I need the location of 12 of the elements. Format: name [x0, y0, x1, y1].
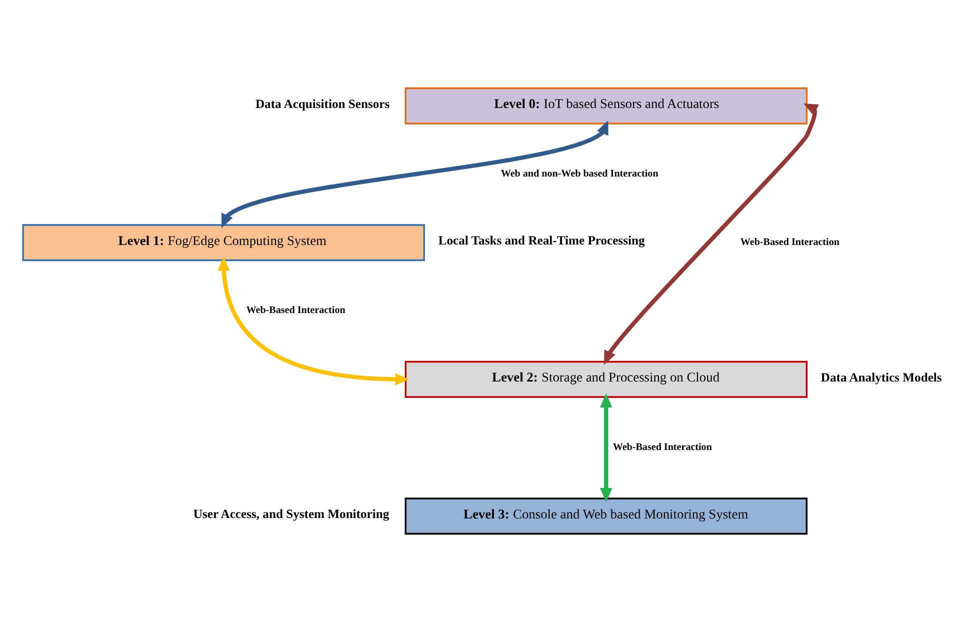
- arrow: [604, 103, 819, 365]
- node-label: User Access, and System Monitoring: [193, 507, 390, 522]
- node-label: Data Acquisition Sensors: [255, 96, 390, 111]
- arrow: [221, 120, 608, 228]
- arrow: [218, 256, 410, 386]
- edge-label: Web-Based Interaction: [612, 442, 712, 453]
- edge-label: Web-Based Interaction: [740, 236, 840, 248]
- node-label: Local Tasks and Real-Time Processing: [438, 234, 645, 248]
- node-label: Data Analytics Models: [820, 370, 942, 384]
- edge-label: Web-Based Interaction: [246, 305, 346, 316]
- edge-label: Web and non-Web based Interaction: [500, 168, 658, 180]
- arrow: [600, 393, 612, 502]
